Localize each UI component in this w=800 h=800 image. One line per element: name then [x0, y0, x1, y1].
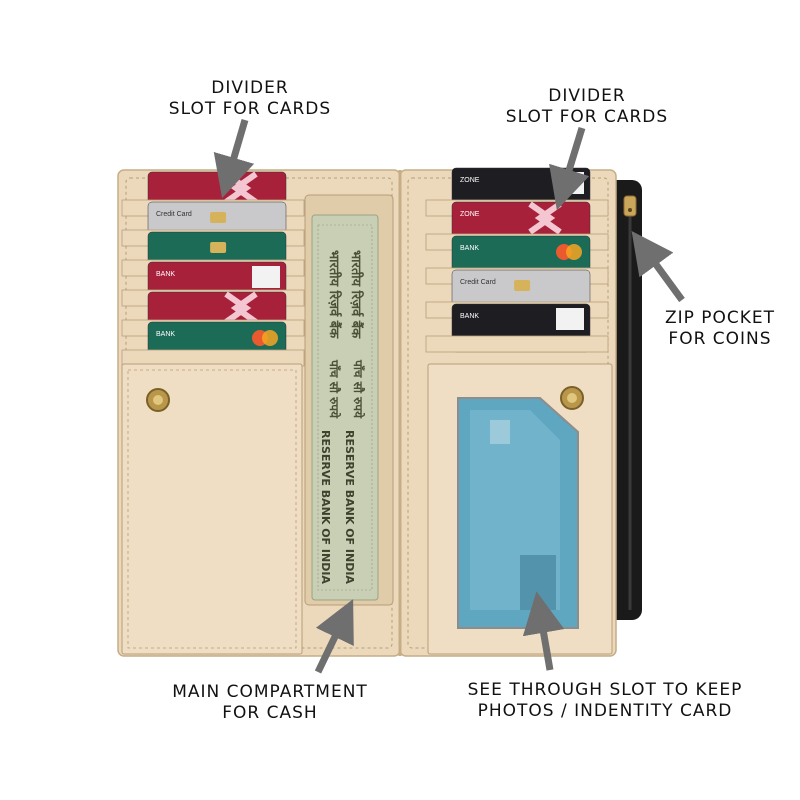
left-slot-card-label: Credit Card	[156, 211, 192, 218]
callout-divider-right: DIVIDER SLOT FOR CARDS	[482, 86, 692, 128]
banknote-hindi-1: भारतीय रिज़र्व बैंक	[326, 250, 342, 339]
callout-divider-right-line1: DIVIDER	[548, 86, 626, 106]
card-chip-icon	[210, 212, 227, 223]
snap-button-right-icon	[560, 386, 584, 410]
right-slot-card-label: BANK	[460, 313, 479, 320]
left-slot-card: BANK	[121, 321, 305, 367]
bank-logo-icon	[224, 291, 258, 325]
callout-main-compartment: MAIN COMPARTMENT FOR CASH	[150, 682, 390, 724]
left-slot-card-label: BANK	[156, 271, 175, 278]
banknote-english: RESERVE BANK OF INDIA	[319, 430, 332, 584]
visa-logo-icon	[252, 266, 280, 288]
banknote-hindi-1b: भारतीय रिज़र्व बैंक	[348, 250, 364, 339]
right-slot-card: BANK	[425, 303, 609, 353]
right-pocket	[427, 363, 613, 655]
callout-zip-pocket: ZIP POCKET FOR COINS	[640, 308, 800, 350]
arrow-divider-left	[213, 119, 255, 199]
left-slot-card-label: BANK	[156, 331, 175, 338]
banknote: भारतीय रिज़र्व बैंक भारतीय रिज़र्व बैंक …	[311, 214, 379, 601]
arrow-main-compartment	[314, 599, 354, 674]
card-chip-icon	[514, 280, 531, 291]
callout-divider-left-line2: SLOT FOR CARDS	[168, 99, 332, 119]
right-slot-card-label: ZONE	[460, 177, 480, 184]
callout-divider-left: DIVIDER SLOT FOR CARDS	[145, 78, 355, 120]
callout-main-compartment-line1: MAIN COMPARTMENT	[172, 682, 368, 702]
callout-divider-left-line1: DIVIDER	[211, 78, 289, 98]
left-pocket	[121, 363, 303, 655]
card-chip-icon	[210, 242, 227, 253]
arrow-see-through	[522, 591, 565, 671]
right-slot-card-label: ZONE	[460, 211, 480, 218]
banknote-english-b: RESERVE BANK OF INDIA	[343, 430, 356, 584]
arrow-divider-right	[549, 126, 590, 211]
visa-logo-icon	[556, 308, 584, 330]
mastercard-logo-icon	[252, 330, 278, 346]
banknote-hindi-2: पाँच सौ रुपये	[327, 359, 341, 419]
snap-button-left-icon	[146, 388, 170, 412]
banknote-hindi-2b: पाँच सौ रुपये	[351, 359, 365, 419]
callout-main-compartment-line2: FOR CASH	[222, 703, 318, 723]
zip-pull-icon	[623, 195, 637, 217]
right-slot-card-label: BANK	[460, 245, 479, 252]
callout-zip-pocket-line1: ZIP POCKET	[664, 308, 776, 328]
mastercard-logo-icon	[556, 244, 582, 260]
arrow-zip-pocket	[631, 231, 685, 303]
callout-divider-right-line2: SLOT FOR CARDS	[505, 107, 669, 127]
callout-see-through-line2: PHOTOS / INDENTITY CARD	[477, 701, 733, 721]
callout-see-through: SEE THROUGH SLOT TO KEEP PHOTOS / INDENT…	[440, 680, 770, 722]
callout-zip-pocket-line2: FOR COINS	[668, 329, 772, 349]
right-slot-card-label: Credit Card	[460, 279, 496, 286]
callout-see-through-line1: SEE THROUGH SLOT TO KEEP	[467, 680, 743, 700]
